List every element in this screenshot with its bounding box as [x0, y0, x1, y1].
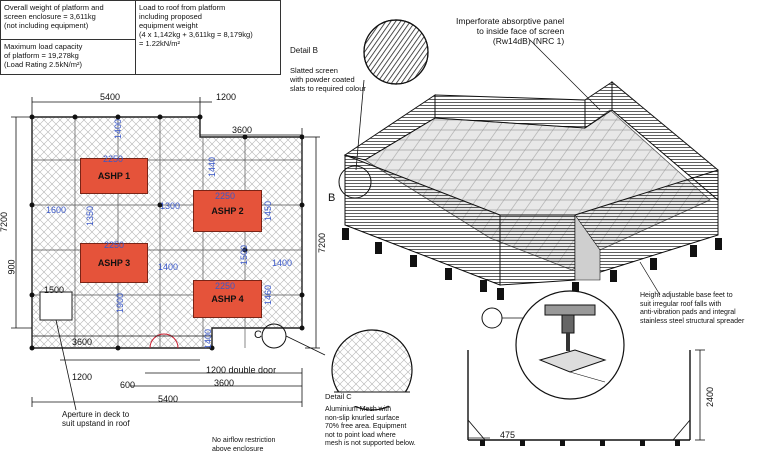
blue-dim-1400-right: 1400: [272, 258, 293, 268]
ashp-unit-4: ASHP 4: [193, 280, 262, 318]
foot-detail-drawing: [515, 290, 625, 400]
section-475-label: 475: [500, 430, 516, 440]
plan-dimension-lines: [11, 97, 320, 407]
blue-dim-1400-mid: 1400: [158, 262, 179, 272]
plan-deck: [29, 114, 305, 351]
detail-c-drawing: [331, 329, 413, 411]
blue-dim-2250-2: 2250: [215, 191, 236, 201]
ashp-unit-2: ASHP 2: [193, 190, 262, 232]
dim-right-7200: 7200: [317, 232, 328, 254]
load-to-roof-cell: Load to roof from platform including pro…: [135, 0, 281, 75]
blue-dim-1400-top: 1400: [113, 118, 124, 140]
blue-dim-1450: 1450: [263, 200, 274, 222]
dim-bottom-3600: 3600: [214, 378, 235, 388]
blue-dim-1300: 1300: [160, 201, 181, 211]
blue-dim-1900: 1900: [115, 292, 126, 314]
blue-dim-1440: 1440: [207, 156, 218, 178]
blue-dim-1500: 1500: [239, 244, 250, 266]
dim-top-5400: 5400: [100, 92, 121, 102]
blue-dim-1600: 1600: [46, 205, 67, 215]
max-load-cell: Maximum load capacity of platform = 19,2…: [0, 39, 136, 75]
detail-c-title: Detail C: [325, 392, 352, 401]
overall-weight-cell: Overall weight of platform and screen en…: [0, 0, 136, 40]
dim-top-1200: 1200: [216, 92, 237, 102]
section-drawing: [467, 349, 705, 446]
isometric-enclosure: [338, 39, 722, 329]
detail-b-title: Detail B: [290, 46, 319, 55]
dim-left-7200: 7200: [0, 211, 10, 233]
panel-note: Imperforate absorptive panel to inside f…: [456, 16, 565, 46]
blue-dim-2250-3: 2250: [104, 240, 125, 250]
detail-c-text: Aluminium Mesh with non-slip knurled sur…: [325, 406, 416, 447]
ashp-unit-3: ASHP 3: [80, 243, 148, 283]
ashp-unit-1: ASHP 1: [80, 158, 148, 194]
detail-b-text: Slatted screen with powder coated slats …: [290, 66, 366, 93]
blue-dim-1350: 1350: [85, 205, 96, 227]
info-table: Overall weight of platform and screen en…: [0, 0, 281, 75]
dim-left-900: 900: [6, 259, 17, 275]
dim-top-3600: 3600: [232, 125, 253, 135]
dim-bottom-600: 600: [120, 380, 136, 390]
dim-bottom-1200: 1200: [72, 372, 93, 382]
blue-dim-2250-1: 2250: [103, 154, 124, 164]
blue-dim-1400-bottom: 1400: [203, 328, 214, 350]
airflow-note: No airflow restriction above enclosure: [212, 437, 276, 453]
dim-left-1500: 1500: [44, 285, 65, 295]
blue-dim-1460: 1460: [263, 284, 274, 306]
base-feet-note: Height adjustable base feet to suit irre…: [640, 292, 745, 325]
aperture-note: Aperture in deck to suit upstand in roof: [62, 410, 130, 428]
dim-bottom-double-door: 1200 double door: [206, 365, 277, 375]
callout-c-label: C: [254, 329, 262, 341]
blue-dim-2250-4: 2250: [215, 281, 236, 291]
dim-bottom-5400: 5400: [158, 394, 179, 404]
dim-bottom-3600-left: 3600: [72, 337, 93, 347]
callout-b-label: B: [328, 192, 336, 204]
section-2400-label: 2400: [705, 386, 716, 408]
